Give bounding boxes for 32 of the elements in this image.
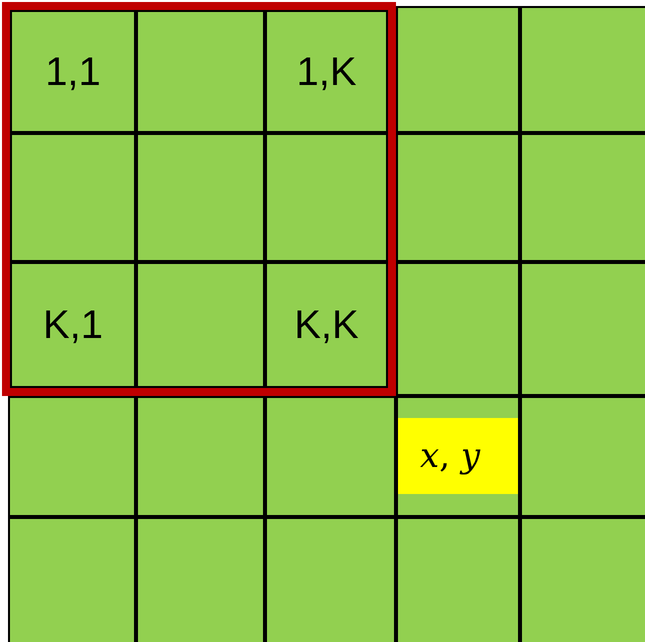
grid-cell [396,262,520,396]
grid-cell [520,396,645,517]
grid-cell [10,10,136,133]
cell-label: 1,K [296,52,357,92]
grid-cell [396,517,520,642]
grid-cell [520,6,645,133]
grid-cell [10,133,136,262]
grid-cell [265,396,396,517]
cell-label: 1,1 [45,52,101,92]
grid-cell [136,133,265,262]
grid-cell [265,517,396,642]
grid-cell [136,262,265,388]
grid-cell [265,10,388,133]
grid-cell [265,262,388,388]
grid-cell [520,133,645,262]
highlight-frame [2,2,396,396]
cell-label: K,K [294,305,359,345]
grid-cell [8,396,136,517]
grid-cell [8,517,136,642]
grid-cell [10,262,136,388]
cell-label: K,1 [42,305,104,345]
grid-cell [265,133,388,262]
grid-cell [520,517,645,642]
grid-cell [136,10,265,133]
grid-cell [396,6,520,133]
grid-cell [136,396,265,517]
coordinate-label: x, y [420,439,480,473]
grid-cell [136,517,265,642]
grid-cell [396,133,520,262]
highlight-box [398,418,518,494]
grid-cell [520,262,645,396]
grid-cell [396,396,520,517]
